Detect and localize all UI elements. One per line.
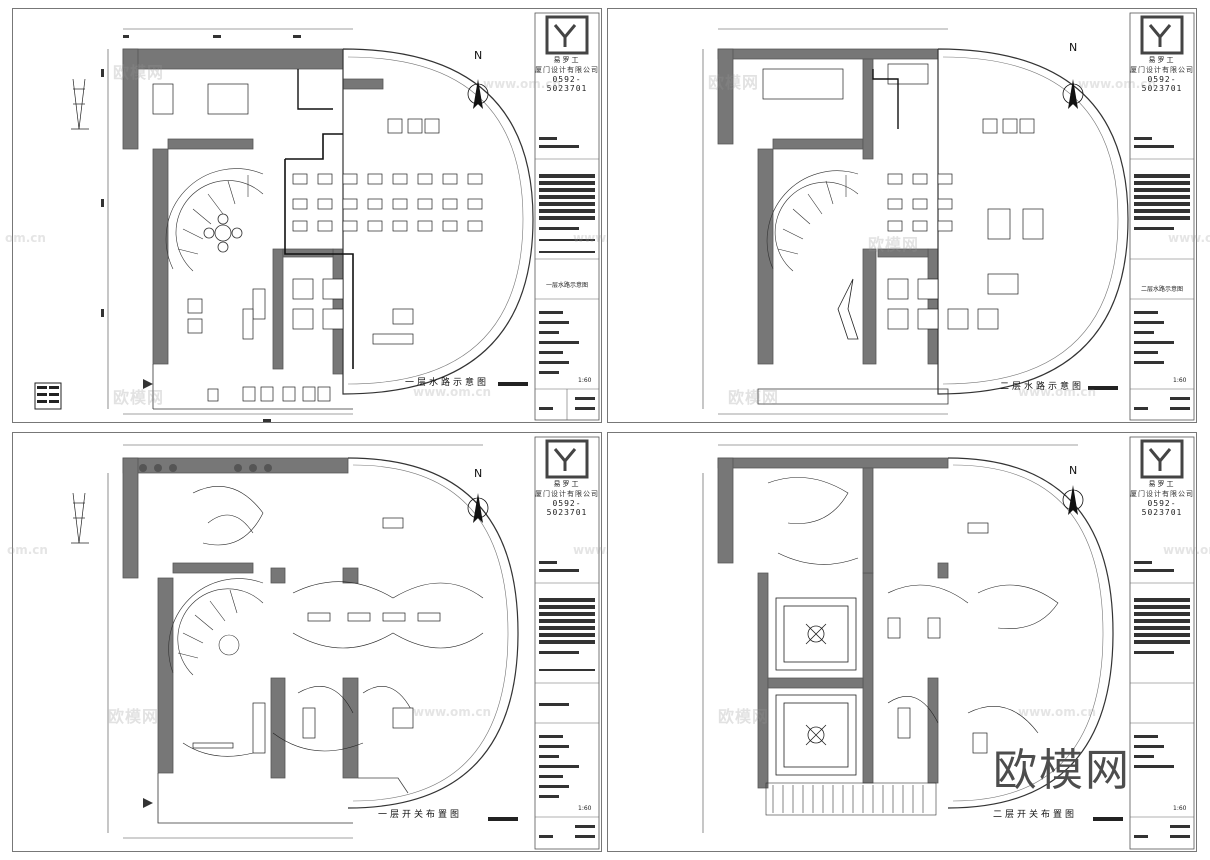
company-name: 厦门设计有限公司 <box>1130 490 1194 498</box>
watermark-brand: 欧模网 <box>113 63 165 82</box>
floor-plan-3-drawing <box>71 436 600 850</box>
company-signature: 易罗工 <box>1148 480 1176 488</box>
sheet-scale: 1:60 <box>1173 377 1187 384</box>
company-signature: 易罗工 <box>553 56 581 64</box>
logo-icon <box>545 439 589 479</box>
company-signature: 易罗工 <box>1148 56 1176 64</box>
company-phone: 0592-5023701 <box>546 499 588 517</box>
wiring-arcs <box>767 477 1059 734</box>
watermark-url: www.om.cn <box>1078 77 1157 91</box>
company-signature: 易罗工 <box>553 480 581 488</box>
wiring-arcs <box>182 486 484 757</box>
sheet-name: 一层水路示意图 <box>545 282 588 289</box>
watermark-url: www.om.cn <box>1018 385 1097 399</box>
sheet-caption: 二层水路示意图 <box>1000 382 1085 392</box>
floor-plan-4-drawing <box>702 436 1195 850</box>
north-arrow-icon <box>1062 79 1084 109</box>
north-label: N <box>474 49 483 62</box>
staircase <box>766 170 859 272</box>
watermark-url: www.om.cn <box>483 77 562 91</box>
sheet-scale: 1:60 <box>1173 805 1187 812</box>
company-phone: 0592-5023701 <box>1141 499 1183 517</box>
round-table <box>203 213 243 253</box>
hatched-balcony <box>765 782 937 816</box>
watermark-brand: 欧模网 <box>728 388 780 407</box>
company-name: 厦门设计有限公司 <box>1130 66 1194 74</box>
floor-plan-2-drawing <box>702 12 1195 421</box>
watermark-brand: 欧模网 <box>868 235 920 254</box>
logo-icon <box>1140 439 1184 479</box>
workstation-desks <box>292 173 483 232</box>
sheet-name: 二层水路示意图 <box>1140 286 1183 293</box>
drawing-sheet-3: N 易罗工 厦门设计有限公司 0592-5023701 1:60 一层开关布置图… <box>7 432 651 852</box>
staircase <box>168 578 264 676</box>
logo-icon <box>1140 15 1184 55</box>
watermark-url: www.om.cn <box>413 705 492 719</box>
watermark-url-short: om.cn <box>7 543 48 557</box>
ceiling-panel <box>775 597 857 671</box>
ceiling-panel <box>775 694 857 776</box>
watermark-brand: 欧模网 <box>113 388 165 407</box>
elevation-detail <box>71 78 89 130</box>
north-label: N <box>1069 41 1078 54</box>
company-phone: 0592-5023701 <box>546 75 588 93</box>
sheet-caption: 二层开关布置图 <box>993 810 1078 820</box>
sheet-caption: 一层水路示意图 <box>405 378 490 388</box>
watermark-brand: 欧模网 <box>708 73 760 92</box>
watermark-url: www.om.cn <box>1163 543 1210 557</box>
workstation-desks <box>762 63 1044 330</box>
watermark-url: www.om.cn <box>413 385 492 399</box>
north-arrow-icon <box>467 493 489 523</box>
drawing-sheet-1: N 易罗工 厦门设计有限公司 0592-5023701 一层水路示意图 1:60… <box>5 8 651 423</box>
sheet-caption: 一层开关布置图 <box>378 810 463 820</box>
sheet-scale: 1:60 <box>578 377 592 384</box>
floor-plan-1-drawing <box>34 12 600 422</box>
sheet-scale: 1:60 <box>578 805 592 812</box>
north-label: N <box>474 467 483 480</box>
company-name: 厦门设计有限公司 <box>535 490 599 498</box>
watermark-brand: 欧模网 <box>718 707 770 726</box>
elevation-detail <box>71 492 89 544</box>
drawing-sheet-2: N 易罗工 厦门设计有限公司 0592-5023701 二层水路示意图 1:60… <box>607 8 1210 423</box>
staircase <box>165 168 264 272</box>
logo-icon <box>545 15 589 55</box>
company-name: 厦门设计有限公司 <box>535 66 599 74</box>
legend-table <box>34 382 62 410</box>
north-arrow-icon <box>467 79 489 109</box>
north-label: N <box>1069 464 1078 477</box>
watermark-url-short: om.cn <box>5 231 46 245</box>
north-arrow-icon <box>1062 485 1084 515</box>
watermark-brand: 欧模网 <box>108 707 160 726</box>
drawing-sheet-4: N 易罗工 厦门设计有限公司 0592-5023701 1:60 二层开关布置图… <box>607 432 1210 852</box>
watermark-url: www.om.cn <box>1018 705 1097 719</box>
company-phone: 0592-5023701 <box>1141 75 1183 93</box>
brand-watermark: 欧模网 <box>993 745 1131 796</box>
watermark-url: www.om.cn <box>1168 231 1210 245</box>
